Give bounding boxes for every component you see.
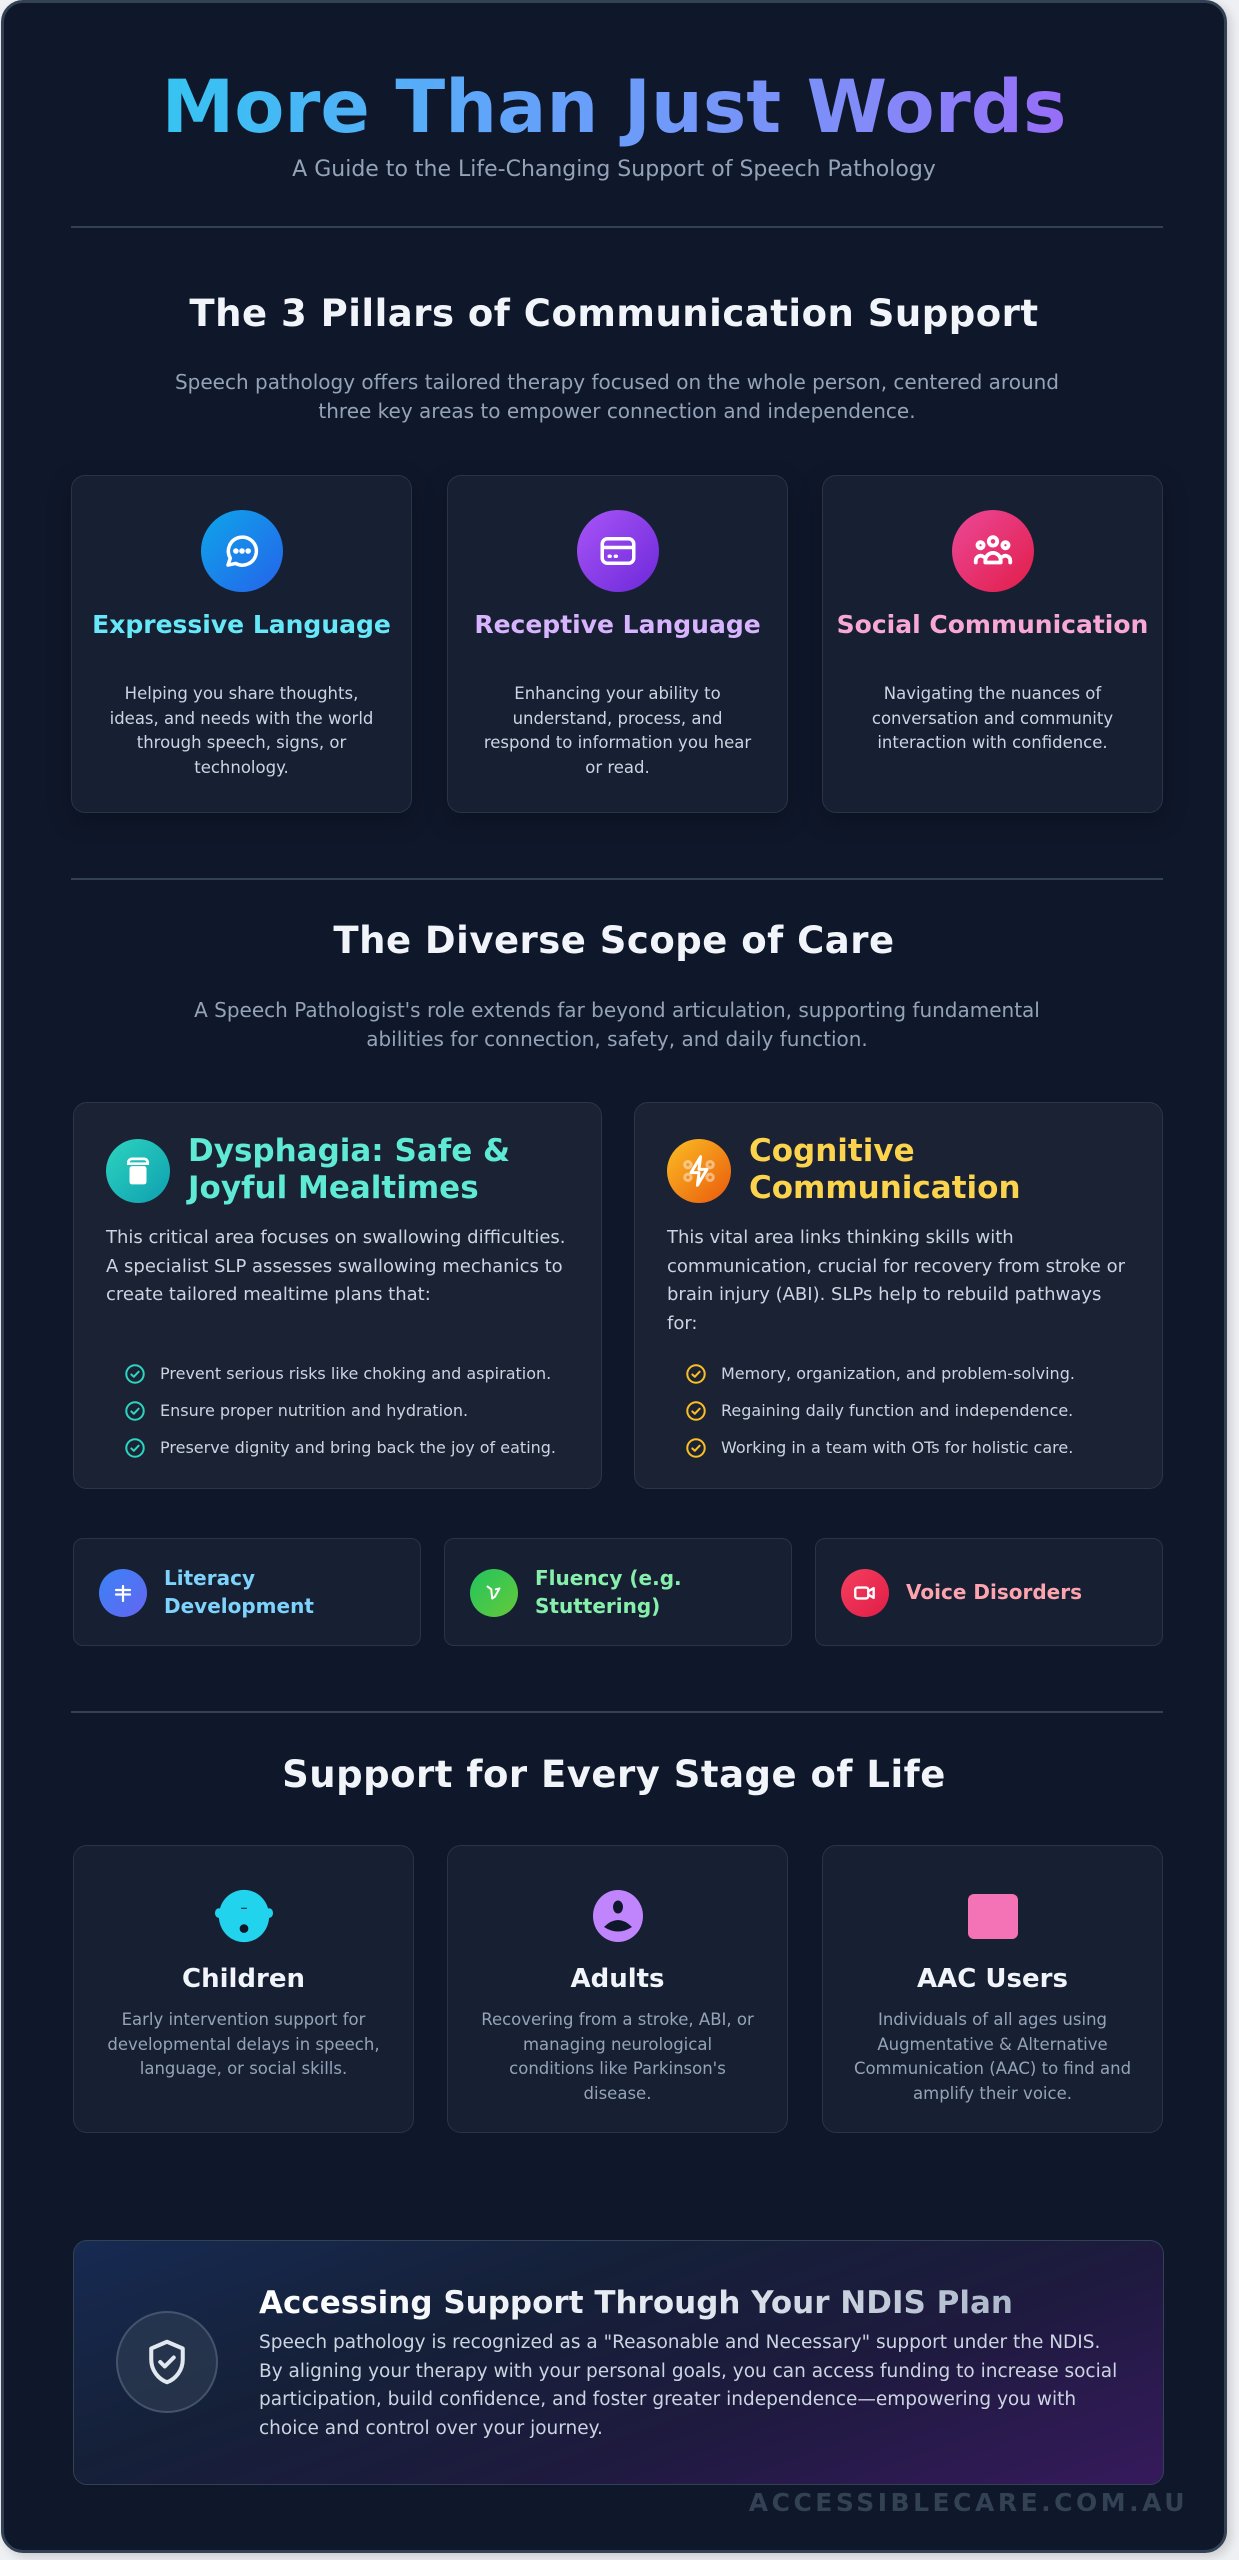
stage-card-aac: AAC Users Individuals of all ages using … — [822, 1845, 1163, 2133]
section-title-pillars: The 3 Pillars of Communication Support — [189, 292, 1039, 335]
page-subtitle: A Guide to the Life-Changing Support of … — [292, 157, 936, 182]
baby-face-icon — [214, 1886, 274, 1946]
feature-points: Memory, organization, and problem-solvin… — [685, 1355, 1152, 1466]
list-item: Regaining daily function and independenc… — [685, 1392, 1152, 1429]
check-circle-icon — [125, 1363, 145, 1384]
mini-card-label: Literacy Development — [164, 1566, 314, 1618]
user-circle-icon — [588, 1886, 648, 1946]
feature-description: This critical area focuses on swallowing… — [106, 1227, 566, 1305]
page-title: More Than Just Words — [4, 63, 1224, 153]
list-item: Memory, organization, and problem-solvin… — [685, 1355, 1152, 1392]
pillar-title: Social Communication — [836, 610, 1149, 639]
ndis-callout: Accessing Support Through Your NDIS Plan… — [73, 2240, 1164, 2485]
point-text: Working in a team with OTs for holistic … — [721, 1438, 1074, 1457]
check-circle-icon — [686, 1363, 706, 1384]
speech-wave-icon — [470, 1569, 518, 1617]
stage-card-adults: Adults Recovering from a stroke, ABI, or… — [447, 1845, 788, 2133]
tablet-icon — [963, 1886, 1023, 1946]
section-intro-pillars: Speech pathology offers tailored therapy… — [174, 370, 1060, 423]
video-icon — [841, 1569, 889, 1617]
check-circle-icon — [686, 1437, 706, 1458]
pillar-description: Enhancing your ability to understand, pr… — [483, 684, 752, 777]
feature-title: Cognitive Communication — [749, 1133, 1021, 1206]
footer-brand: ACCESSIBLECARE.COM.AU — [748, 2488, 1188, 2517]
stage-title: Adults — [570, 1964, 665, 1994]
divider — [71, 1711, 1163, 1713]
pillar-title: Receptive Language — [474, 610, 761, 639]
pillar-card-expressive: Expressive Language Helping you share th… — [71, 475, 412, 813]
section-title-scope: The Diverse Scope of Care — [333, 919, 895, 962]
ndis-description: Speech pathology is recognized as a "Rea… — [259, 2332, 1118, 2439]
feature-points: Prevent serious risks like choking and a… — [124, 1355, 591, 1466]
point-text: Preserve dignity and bring back the joy … — [160, 1438, 557, 1457]
shield-check-icon — [116, 2311, 218, 2413]
stage-card-children: Children Early intervention support for … — [73, 1845, 414, 2133]
mini-card-literacy: Literacy Development — [73, 1538, 421, 1646]
users-group-icon — [951, 510, 1034, 592]
section-title-stages: Support for Every Stage of Life — [282, 1753, 946, 1796]
feature-title: Dysphagia: Safe & Joyful Mealtimes — [188, 1133, 511, 1206]
cup-icon — [106, 1139, 170, 1203]
pillar-description: Helping you share thoughts, ideas, and n… — [109, 684, 374, 777]
pillar-card-receptive: Receptive Language Enhancing your abilit… — [447, 475, 788, 813]
point-text: Regaining daily function and independenc… — [721, 1401, 1074, 1420]
feature-card-cognitive: Cognitive Communication This vital area … — [634, 1102, 1163, 1489]
ndis-title: Accessing Support Through Your NDIS Plan — [259, 2283, 1143, 2323]
chat-bubble-icon — [200, 510, 283, 592]
list-item: Prevent serious risks like choking and a… — [124, 1355, 591, 1392]
check-circle-icon — [686, 1400, 706, 1421]
section-intro-scope: A Speech Pathologist's role extends far … — [194, 998, 1040, 1051]
pillar-description: Navigating the nuances of conversation a… — [871, 684, 1114, 752]
stage-description: Individuals of all ages using Augmentati… — [853, 2010, 1132, 2103]
mini-card-label: Voice Disorders — [906, 1580, 1082, 1604]
divider — [71, 226, 1163, 228]
list-item: Ensure proper nutrition and hydration. — [124, 1392, 591, 1429]
feature-card-dysphagia: Dysphagia: Safe & Joyful Mealtimes This … — [73, 1102, 602, 1489]
mini-card-label: Fluency (e.g. Stuttering) — [535, 1566, 682, 1618]
feature-description: This vital area links thinking skills wi… — [667, 1227, 1126, 1334]
check-circle-icon — [125, 1400, 145, 1421]
card-icon — [576, 510, 659, 592]
stage-title: AAC Users — [917, 1964, 1068, 1994]
text-cursor-icon — [99, 1569, 147, 1617]
divider — [71, 878, 1163, 880]
brain-bolt-icon — [667, 1139, 731, 1203]
check-circle-icon — [125, 1437, 145, 1458]
stage-description: Early intervention support for developme… — [107, 2010, 380, 2078]
pillar-title: Expressive Language — [92, 610, 391, 639]
list-item: Working in a team with OTs for holistic … — [685, 1429, 1152, 1466]
point-text: Prevent serious risks like choking and a… — [160, 1364, 552, 1383]
stage-title: Children — [182, 1964, 305, 1994]
mini-card-fluency: Fluency (e.g. Stuttering) — [444, 1538, 792, 1646]
point-text: Ensure proper nutrition and hydration. — [160, 1401, 469, 1420]
pillar-card-social: Social Communication Navigating the nuan… — [822, 475, 1163, 813]
mini-card-voice: Voice Disorders — [815, 1538, 1163, 1646]
point-text: Memory, organization, and problem-solvin… — [721, 1364, 1075, 1383]
stage-description: Recovering from a stroke, ABI, or managi… — [481, 2010, 754, 2103]
list-item: Preserve dignity and bring back the joy … — [124, 1429, 591, 1466]
